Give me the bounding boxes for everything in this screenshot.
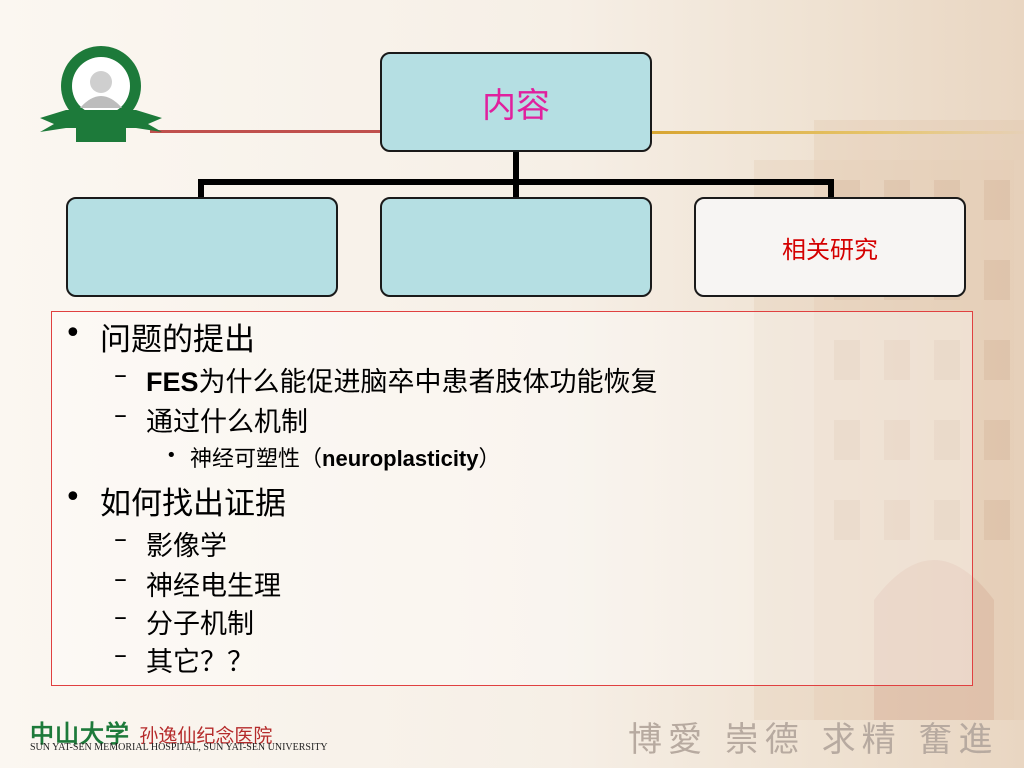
bullet-l1-evidence: 如何找出证据 <box>100 486 286 522</box>
footer-logo-en: SUN YAT-SEN MEMORIAL HOSPITAL, SUN YAT-S… <box>30 742 328 753</box>
bullet-l2-mechanism: 通过什么机制 <box>146 407 308 438</box>
dash-marker: – <box>114 360 127 390</box>
bullet-marker: • <box>166 445 177 466</box>
org-node-research: 相关研究 <box>694 197 966 297</box>
bullet-l2-electrophysiology: 神经电生理 <box>146 571 281 602</box>
footer-university: 中山大学 <box>30 719 130 748</box>
fes-text: 为什么能促进脑卒中患者肢体功能恢复 <box>198 367 658 398</box>
connector-child-3 <box>828 179 834 197</box>
dash-marker: – <box>114 564 127 594</box>
neuroplasticity-label: 神经可塑性（ <box>190 447 323 472</box>
content-box: • 问题的提出 – FES为什么能促进脑卒中患者肢体功能恢复 – 通过什么机制 … <box>51 311 973 686</box>
dash-marker: – <box>114 602 127 632</box>
top-rule-gold <box>650 131 1024 134</box>
bullet-marker: • <box>64 316 82 351</box>
hospital-motto: 博愛 崇德 求精 奮進 <box>628 720 999 760</box>
org-node-child-1 <box>66 197 338 297</box>
connector-child-2 <box>513 179 519 197</box>
bullet-l3-neuroplasticity: 神经可塑性（neuroplasticity） <box>190 441 501 473</box>
bullet-l2-imaging: 影像学 <box>146 531 227 562</box>
top-rule-red <box>150 130 385 133</box>
dash-marker: – <box>114 524 127 554</box>
hospital-seal-logo <box>40 46 162 142</box>
dash-marker: – <box>114 640 127 670</box>
bullet-l2-fes: FES为什么能促进脑卒中患者肢体功能恢复 <box>146 360 658 399</box>
connector-root <box>513 152 519 182</box>
bullet-l2-other: 其它？？ <box>146 647 254 678</box>
neuroplasticity-suffix: ） <box>478 447 501 472</box>
neuroplasticity-term: neuroplasticity <box>322 446 479 471</box>
org-node-root: 内容 <box>380 52 652 152</box>
connector-child-1 <box>198 179 204 197</box>
bullet-l2-molecular: 分子机制 <box>146 609 254 640</box>
bullet-marker: • <box>64 480 82 515</box>
footer-hospital: 孙逸仙纪念医院 <box>139 725 273 747</box>
dash-marker: – <box>114 400 127 430</box>
fes-term: FES <box>146 367 199 397</box>
bullet-l1-question: 问题的提出 <box>100 322 255 358</box>
org-node-child-2 <box>380 197 652 297</box>
footer-logo-cn: 中山大学 孙逸仙纪念医院 <box>30 714 272 749</box>
